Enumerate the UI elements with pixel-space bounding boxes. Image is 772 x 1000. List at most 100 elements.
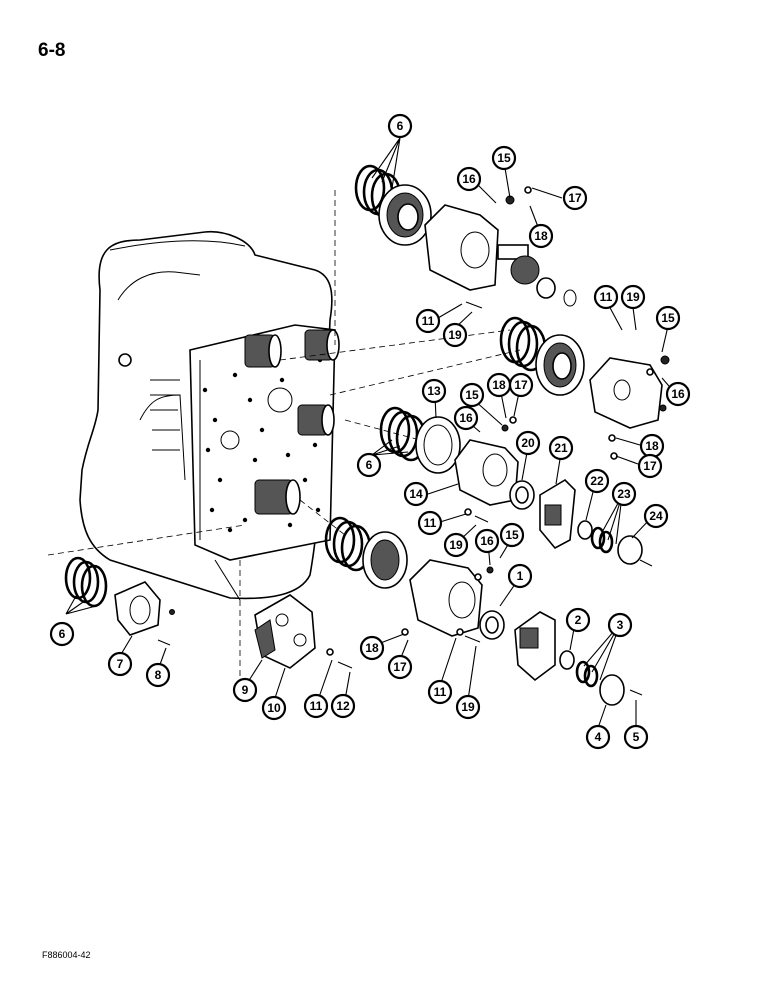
callout-9-label: 9 <box>242 683 249 697</box>
callout-2: 2 <box>565 607 591 633</box>
callout-20: 20 <box>515 430 541 456</box>
callout-19d-label: 19 <box>461 700 475 714</box>
callout-8: 8 <box>145 662 171 688</box>
callout-6b-label: 6 <box>366 458 373 472</box>
callout-15c: 15 <box>459 382 485 408</box>
callout-6b: 6 <box>356 452 382 478</box>
callout-24: 24 <box>643 503 669 529</box>
callout-18a: 18 <box>528 223 554 249</box>
callout-15b-label: 15 <box>661 311 675 325</box>
callout-13-label: 13 <box>427 384 441 398</box>
callout-11e-label: 11 <box>310 699 323 713</box>
callout-17c: 17 <box>508 372 534 398</box>
callout-11a: 11 <box>415 308 441 334</box>
callout-16a-label: 16 <box>462 172 476 186</box>
callout-16b: 16 <box>665 381 691 407</box>
callout-17c-label: 17 <box>514 378 528 392</box>
lower-clutch-assembly <box>324 516 643 706</box>
callout-21-label: 21 <box>554 441 568 455</box>
callout-21: 21 <box>548 435 574 461</box>
callout-6a: 6 <box>387 113 413 139</box>
callout-14-label: 14 <box>409 487 423 501</box>
callout-22: 22 <box>584 468 610 494</box>
callout-9: 9 <box>232 677 258 703</box>
callout-24-label: 24 <box>649 509 663 523</box>
callout-17d: 17 <box>387 654 413 680</box>
callout-10: 10 <box>261 695 287 721</box>
callout-18d-label: 18 <box>365 641 379 655</box>
callout-18a-label: 18 <box>534 229 548 243</box>
callout-16d: 16 <box>474 528 500 554</box>
callout-19a: 19 <box>442 322 468 348</box>
callout-11e: 11 <box>303 693 329 719</box>
callout-17a: 17 <box>562 185 588 211</box>
callout-8-label: 8 <box>155 668 162 682</box>
callout-1-label: 1 <box>517 569 524 583</box>
callout-3-label: 3 <box>617 618 624 632</box>
callout-1: 1 <box>507 563 533 589</box>
callouts: 6 15 16 17 18 11 19 11 19 15 16 18 17 13… <box>49 113 691 750</box>
callout-18c: 18 <box>486 372 512 398</box>
callout-16d-label: 16 <box>480 534 494 548</box>
callout-7-label: 7 <box>117 657 124 671</box>
callout-16a: 16 <box>456 166 482 192</box>
callout-4-label: 4 <box>595 730 602 744</box>
callout-19b-label: 19 <box>626 290 640 304</box>
explode-lines <box>47 190 521 680</box>
callout-11c-label: 11 <box>424 516 437 530</box>
callout-5-label: 5 <box>633 730 640 744</box>
callout-12: 12 <box>330 693 356 719</box>
callout-6a-label: 6 <box>397 119 404 133</box>
callout-18b: 18 <box>639 433 665 459</box>
transmission-housing <box>79 230 340 601</box>
callout-18c-label: 18 <box>492 378 506 392</box>
callout-19c-label: 19 <box>449 538 463 552</box>
callout-19a-label: 19 <box>448 328 462 342</box>
figure-code: F886004-42 <box>42 950 91 960</box>
callout-17b: 17 <box>637 453 663 479</box>
callout-6c: 6 <box>49 621 75 647</box>
callout-18b-label: 18 <box>645 439 659 453</box>
callout-17d-label: 17 <box>393 660 407 674</box>
callout-15b: 15 <box>655 305 681 331</box>
callout-17a-label: 17 <box>568 191 582 205</box>
callout-19b: 19 <box>620 284 646 310</box>
mid-upper-clutch-assembly <box>499 316 670 460</box>
callout-23: 23 <box>611 481 637 507</box>
callout-16b-label: 16 <box>671 387 685 401</box>
callout-15d: 15 <box>499 522 525 548</box>
callout-23-label: 23 <box>617 487 631 501</box>
callout-2-label: 2 <box>575 613 582 627</box>
callout-12-label: 12 <box>336 699 350 713</box>
callout-22-label: 22 <box>590 474 604 488</box>
page-number: 6-8 <box>38 40 66 61</box>
callout-5: 5 <box>623 724 649 750</box>
callout-11b-label: 11 <box>600 290 613 304</box>
callout-13: 13 <box>421 378 447 404</box>
callout-15c-label: 15 <box>465 388 479 402</box>
callout-18d: 18 <box>359 635 385 661</box>
callout-17b-label: 17 <box>643 459 657 473</box>
callout-16c: 16 <box>453 405 479 431</box>
callout-16c-label: 16 <box>459 411 473 425</box>
upper-clutch-assembly <box>354 164 577 309</box>
callout-11a-label: 11 <box>422 314 435 328</box>
callout-19d: 19 <box>455 694 481 720</box>
callout-19c: 19 <box>443 532 469 558</box>
callout-15d-label: 15 <box>505 528 519 542</box>
callout-20-label: 20 <box>521 436 535 450</box>
callout-11b: 11 <box>593 284 619 310</box>
callout-11c: 11 <box>417 510 443 536</box>
callout-4: 4 <box>585 724 611 750</box>
callout-11d: 11 <box>427 679 453 705</box>
callout-15a-label: 15 <box>497 151 511 165</box>
center-clutch-assembly <box>379 406 653 567</box>
callout-11d-label: 11 <box>434 685 447 699</box>
callout-7: 7 <box>107 651 133 677</box>
callout-10-label: 10 <box>267 701 281 715</box>
callout-15a: 15 <box>491 145 517 171</box>
callout-6c-label: 6 <box>59 627 66 641</box>
callout-3: 3 <box>607 612 633 638</box>
callout-14: 14 <box>403 481 429 507</box>
